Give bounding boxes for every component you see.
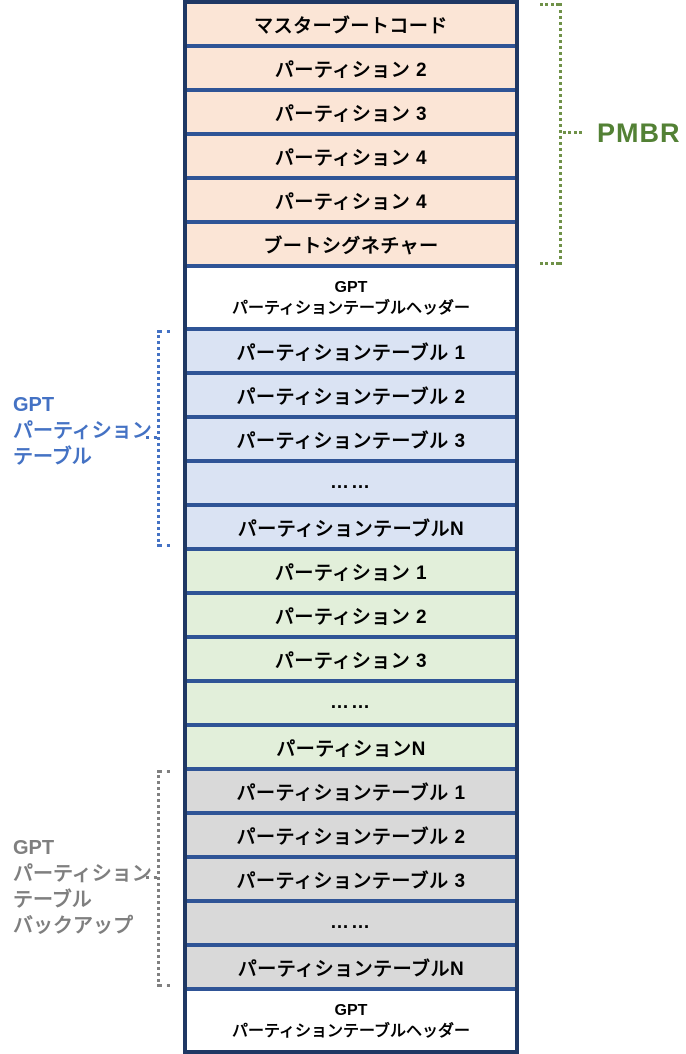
- gpt-table-label: GPT パーティション テーブル: [13, 392, 152, 470]
- row-partition-n: パーティションN: [187, 723, 515, 767]
- row-mbr-partition-4b: パーティション 4: [187, 176, 515, 220]
- row-backup-partition-table-3: パーティションテーブル 3: [187, 855, 515, 899]
- gpt-table-backup-label-line-1: GPT: [13, 837, 55, 859]
- gpt-table-bracket-line: [157, 330, 160, 547]
- pmbr-bracket-line: [559, 3, 562, 265]
- gpt-backup-header-line-1: GPT: [334, 1001, 368, 1019]
- gpt-table-label-line-2: パーティション: [13, 420, 152, 442]
- row-partition-2: パーティション 2: [187, 591, 515, 635]
- gpt-table-label-line-1: GPT: [13, 394, 55, 416]
- gpt-table-bracket-cusp: [146, 436, 157, 439]
- pmbr-bracket-hook-bottom: [540, 262, 559, 265]
- gpt-table-label-line-3: テーブル: [13, 446, 92, 468]
- pmbr-bracket-hook-top: [540, 3, 559, 6]
- row-mbr-partition-4a: パーティション 4: [187, 132, 515, 176]
- gpt-header-line-2: パーティションテーブルヘッダー: [231, 299, 471, 317]
- gpt-table-backup-label: GPT パーティション テーブル バックアップ: [13, 835, 152, 939]
- pmbr-bracket-cusp: [563, 131, 582, 134]
- row-partition-1: パーティション 1: [187, 547, 515, 591]
- row-partition-table-n: パーティションテーブルN: [187, 503, 515, 547]
- row-backup-partition-table-2: パーティションテーブル 2: [187, 811, 515, 855]
- row-partition-table-2: パーティションテーブル 2: [187, 371, 515, 415]
- pmbr-bracket: [537, 3, 585, 265]
- row-gpt-partition-table-header-backup: GPT パーティションテーブルヘッダー: [187, 987, 515, 1050]
- gpt-table-backup-label-line-4: バックアップ: [13, 915, 133, 937]
- row-master-boot-code: マスターブートコード: [187, 4, 515, 44]
- disk-structure-stack: マスターブートコード パーティション 2 パーティション 3 パーティション 4…: [183, 0, 519, 1054]
- gpt-table-backup-label-line-2: パーティション: [13, 863, 152, 885]
- gpt-table-backup-bracket-hook-bottom: [159, 984, 170, 987]
- row-backup-partition-table-n: パーティションテーブルN: [187, 943, 515, 987]
- gpt-table-backup-bracket-line: [157, 770, 160, 987]
- row-gpt-partition-table-header: GPT パーティションテーブルヘッダー: [187, 264, 515, 327]
- gpt-backup-header-line-2: パーティションテーブルヘッダー: [231, 1022, 471, 1040]
- row-backup-partition-table-1: パーティションテーブル 1: [187, 767, 515, 811]
- row-partition-table-ellipsis: ……: [187, 459, 515, 503]
- row-mbr-partition-2: パーティション 2: [187, 44, 515, 88]
- gpt-table-backup-bracket: [146, 770, 170, 987]
- pmbr-label: PMBR: [597, 118, 681, 148]
- gpt-table-bracket-hook-top: [159, 330, 170, 333]
- row-backup-partition-table-ellipsis: ……: [187, 899, 515, 943]
- gpt-table-backup-bracket-cusp: [146, 876, 157, 879]
- row-mbr-partition-3: パーティション 3: [187, 88, 515, 132]
- row-partition-ellipsis: ……: [187, 679, 515, 723]
- gpt-table-bracket: [146, 330, 170, 547]
- row-partition-table-3: パーティションテーブル 3: [187, 415, 515, 459]
- row-partition-3: パーティション 3: [187, 635, 515, 679]
- gpt-table-backup-label-line-3: テーブル: [13, 889, 92, 911]
- row-partition-table-1: パーティションテーブル 1: [187, 327, 515, 371]
- gpt-table-bracket-hook-bottom: [159, 544, 170, 547]
- row-boot-signature: ブートシグネチャー: [187, 220, 515, 264]
- gpt-header-line-1: GPT: [334, 278, 368, 296]
- gpt-table-backup-bracket-hook-top: [159, 770, 170, 773]
